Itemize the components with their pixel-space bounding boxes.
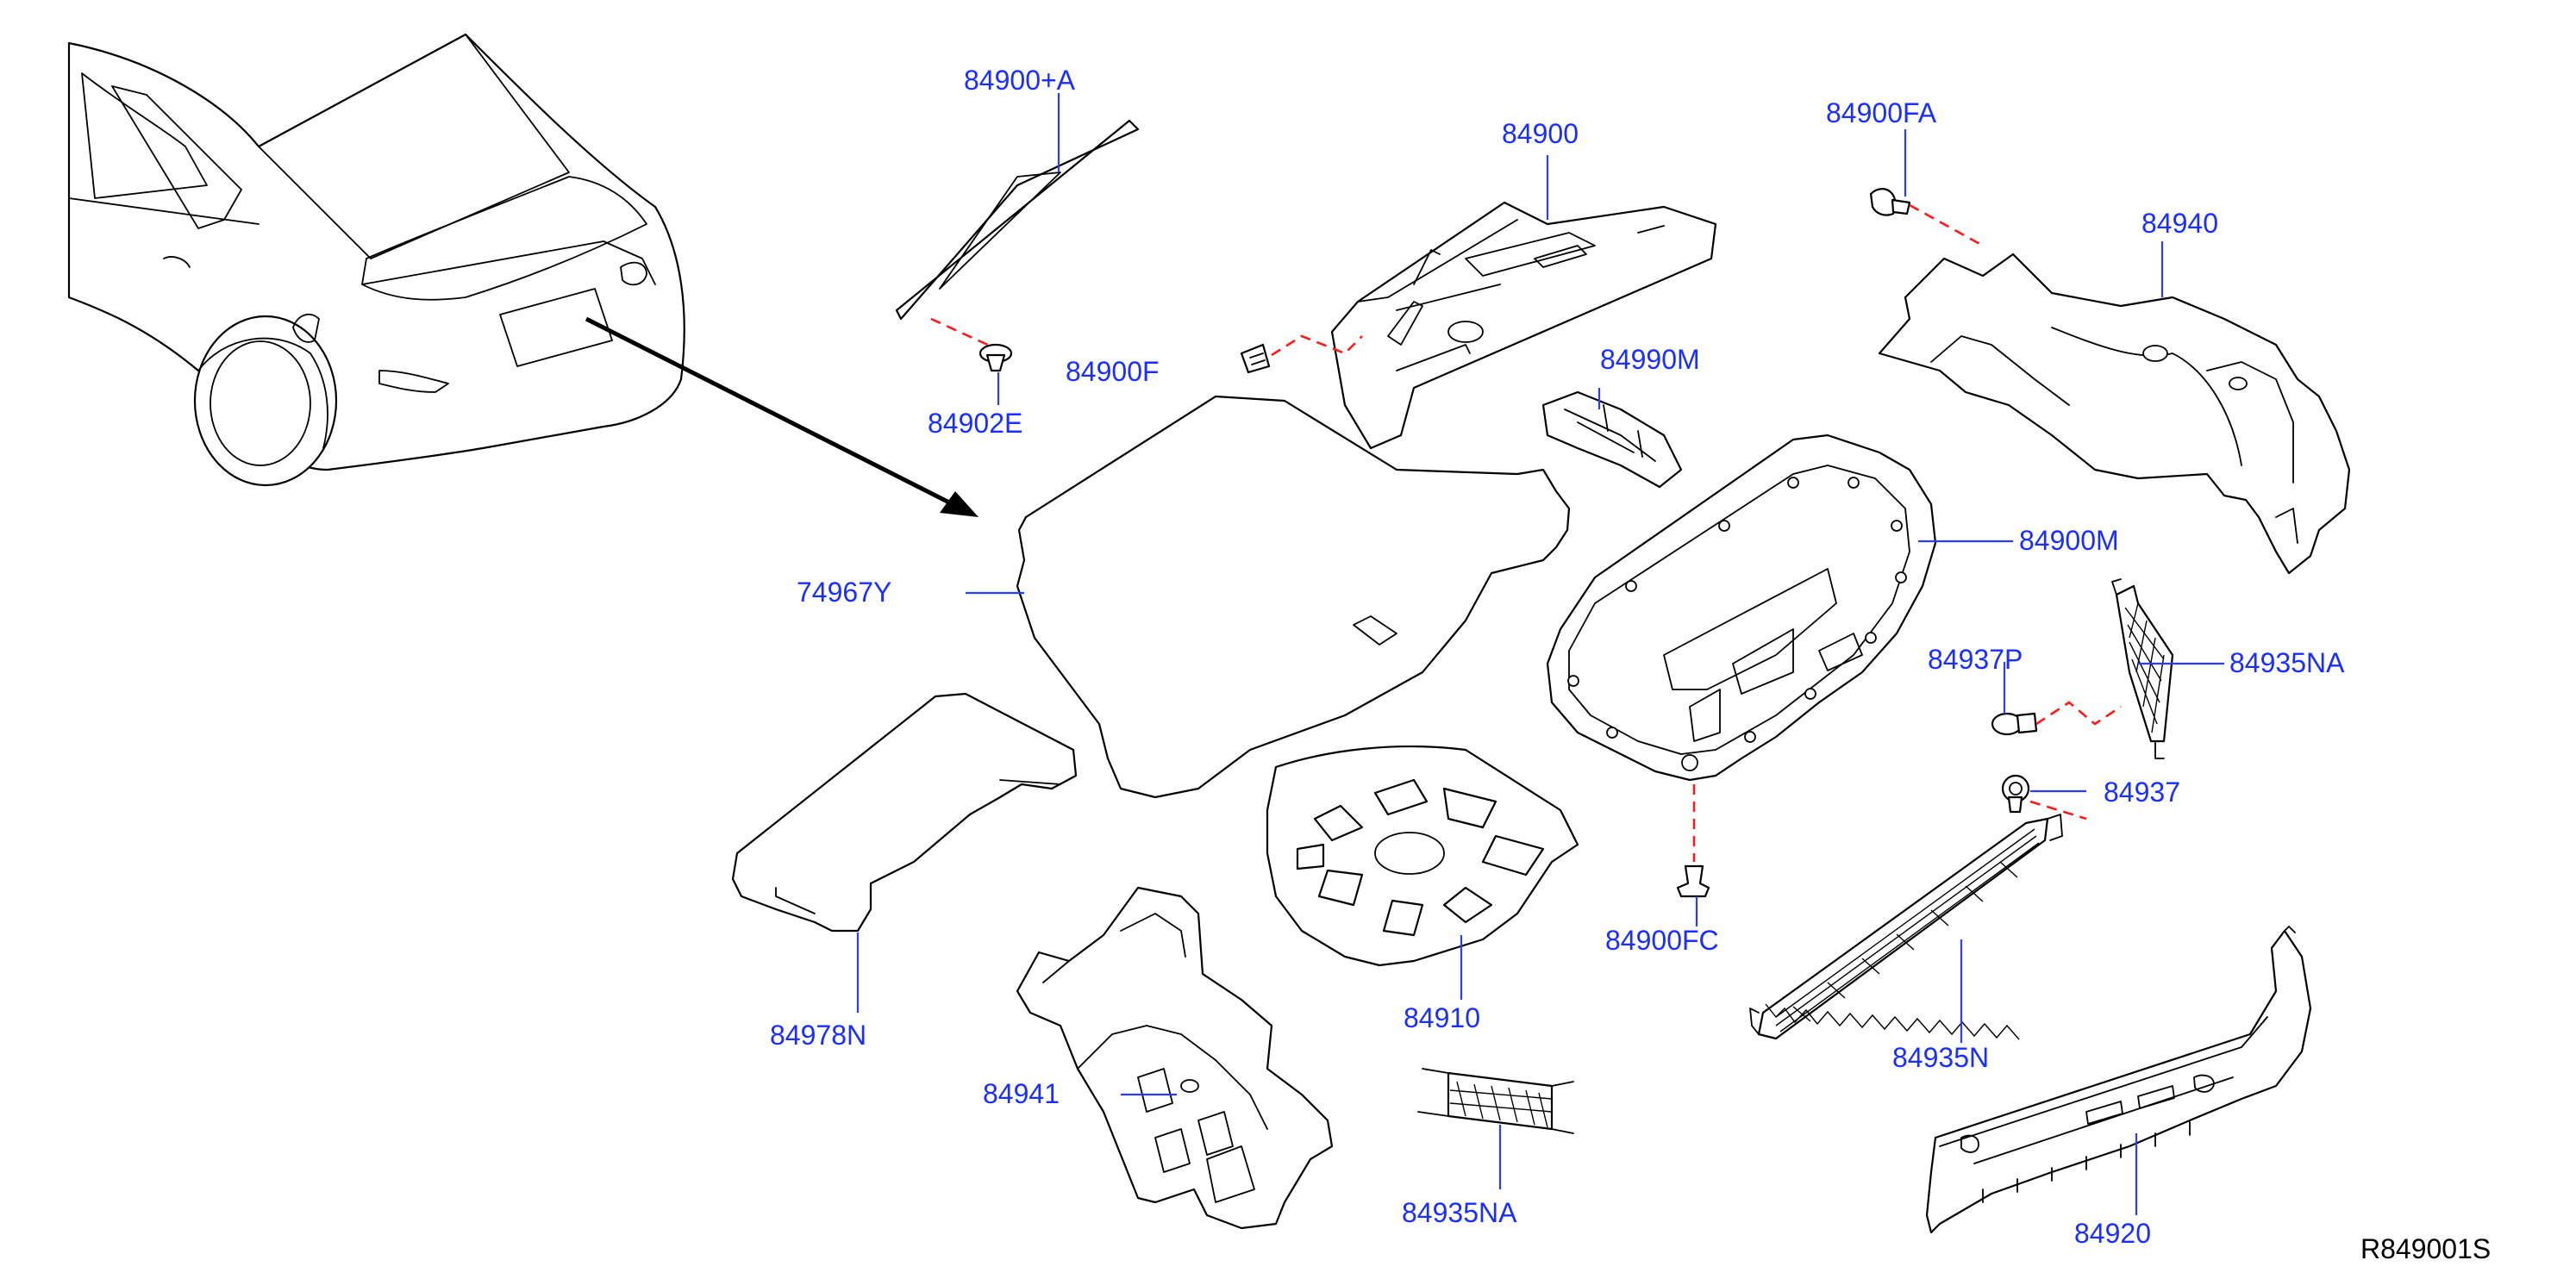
- floor-board-84978N: [731, 692, 1078, 933]
- luggage-net-84935NA-bottom: [1417, 1068, 1574, 1134]
- callout-84900: 84900: [1502, 118, 1579, 149]
- vehicle-rear-view: [67, 33, 685, 487]
- clip-84900FC: [1676, 864, 1710, 898]
- spare-tire-cover-84910: [1266, 745, 1579, 967]
- callout-84910: 84910: [1404, 1002, 1480, 1033]
- clip-84902E: [979, 343, 1013, 372]
- rear-trunk-finisher-84920: [1925, 926, 2312, 1234]
- callout-84900A: 84900+A: [964, 65, 1076, 96]
- callout-84935N: 84935N: [1892, 1042, 1989, 1073]
- callout-labels: 84900+A 84900 84900FA 84940 84900F 84902…: [770, 65, 2345, 1249]
- callout-84900FC: 84900FC: [1605, 925, 1719, 956]
- fastener-dash-lines: [930, 203, 2122, 862]
- rear-parcel-shelf-84900: [1330, 201, 1717, 450]
- luggage-net-84935NA-right: [2111, 578, 2174, 759]
- callout-84920: 84920: [2074, 1218, 2151, 1249]
- leader-lines: [856, 93, 2224, 1215]
- callout-84902E: 84902E: [928, 408, 1022, 439]
- clip-84937P: [1991, 712, 2038, 736]
- luggage-net-84935N: [1749, 814, 2063, 1040]
- diagram-reference-code: R849001S: [2360, 1233, 2491, 1264]
- clip-84900F: [1240, 343, 1271, 374]
- callout-84900F: 84900F: [1066, 356, 1160, 387]
- callout-84940: 84940: [2141, 208, 2218, 239]
- callout-84937P: 84937P: [1928, 644, 2023, 675]
- callout-84978N: 84978N: [770, 1020, 866, 1051]
- direction-arrow: [585, 316, 979, 517]
- trunk-floor-carpet-74967Y: [1016, 395, 1571, 799]
- clip-84937: [2001, 774, 2030, 814]
- clip-84900FA: [1869, 188, 1911, 216]
- callout-84935NA-bottom: 84935NA: [1402, 1197, 1517, 1228]
- callout-84900M: 84900M: [2019, 525, 2119, 556]
- callout-84937: 84937: [2104, 777, 2180, 808]
- bracket-84990M: [1541, 390, 1683, 489]
- callout-84935NA-right: 84935NA: [2229, 647, 2345, 678]
- callout-84900FA: 84900FA: [1826, 97, 1937, 128]
- side-finisher-84940: [1878, 253, 2351, 575]
- lid-finisher-clip-holes: [1567, 477, 1907, 771]
- finisher-strip-84900A: [895, 119, 1140, 321]
- trunk-lid-finisher-84900M: [1546, 434, 1937, 782]
- callout-74967Y: 74967Y: [797, 577, 891, 608]
- callout-84990M: 84990M: [1600, 344, 1700, 375]
- side-finisher-84941: [1016, 886, 1334, 1230]
- callout-84941: 84941: [983, 1078, 1060, 1109]
